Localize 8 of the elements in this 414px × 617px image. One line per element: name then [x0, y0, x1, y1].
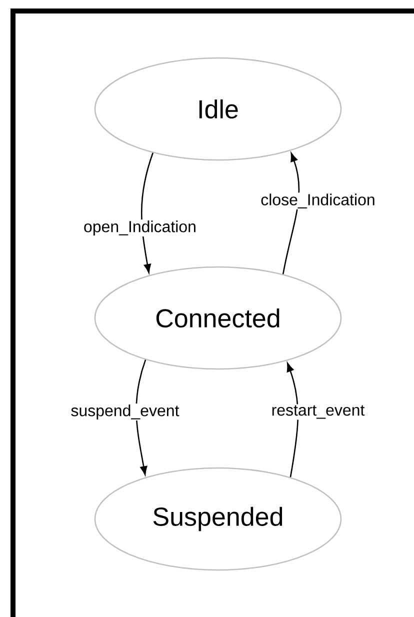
edge-label: close_Indication	[260, 192, 376, 210]
arrow	[136, 360, 148, 476]
arrow	[282, 152, 300, 274]
edge-label: suspend_event	[70, 404, 180, 420]
edge-label: restart_event	[270, 404, 366, 420]
edge-label: open_Indication	[82, 220, 198, 236]
arrow	[286, 362, 298, 478]
arrow	[140, 152, 154, 273]
